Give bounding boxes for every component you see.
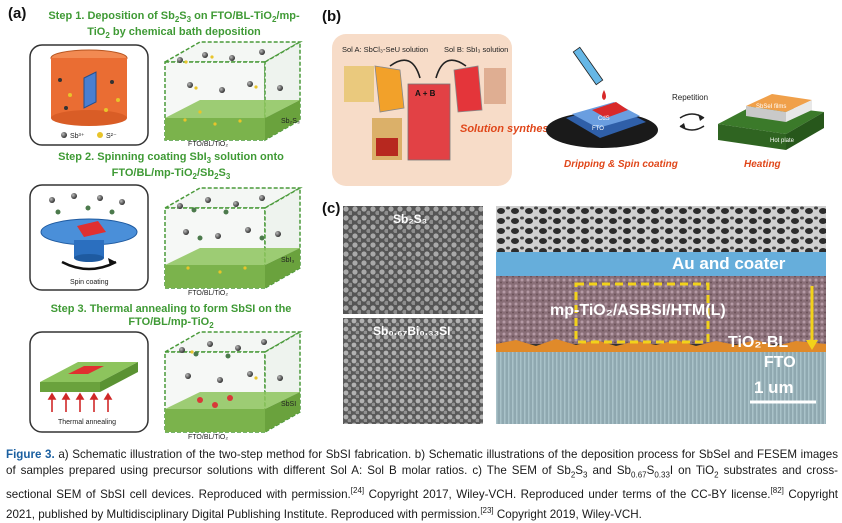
sbsi-film	[68, 366, 104, 374]
spin-coater-b: CdS FTO	[546, 46, 658, 148]
cube-2-sbi3-label: SbI₃	[281, 257, 295, 264]
sol-b-label: Sol B: SbI₃ solution	[444, 45, 508, 54]
mp-layer-label: mp-TiO₂/ASBSI/HTM(L)	[550, 302, 726, 319]
sb-ion-legend: Sb³⁺	[70, 133, 85, 140]
repetition-label: Repetition	[672, 93, 708, 102]
cube-2-fto-label: FTO/BL/TiO₂	[188, 290, 228, 297]
cube-1-sb2s3-label: Sb₂S₃	[281, 118, 300, 125]
fto-label-b: FTO	[592, 126, 604, 132]
hotplate-label: Hot plate	[770, 138, 795, 144]
sem-label-sbbisi: Sb₀.₆₇Bi₀.₃₃SI	[373, 324, 451, 338]
figure-caption: Figure 3. a) Schematic illustration of t…	[6, 448, 838, 522]
red-film	[77, 221, 106, 237]
cube-2: FTO/BL/TiO₂ SbI₃	[162, 186, 303, 297]
substrate-slide	[83, 71, 97, 109]
panel-c-label: (c)	[322, 200, 341, 217]
scale-bar-label: 1 um	[754, 378, 794, 397]
step-3-text: Step 3. Thermal annealing to form SbSI o…	[50, 303, 292, 331]
sem-image-sbbisi: Sb₀.₆₇Bi₀.₃₃SI	[343, 318, 483, 424]
step-2-text: Step 2. Spinning coating SbI3 solution o…	[58, 151, 284, 182]
au-coater-label: Au and coater	[672, 254, 786, 273]
spin-coating-label: Spin coating	[70, 279, 109, 286]
sem-image-sb2s3: Sb₂S₃	[343, 206, 483, 314]
panel-b-schematic: Sol A: SbCl₃-SeU solution Sol B: SbI₃ so…	[332, 34, 824, 186]
cube-3-sbsi-label: SbSI	[281, 401, 296, 408]
cube-3-fto-label: FTO/BL/TiO₂	[188, 434, 228, 441]
dripping-label: Dripping & Spin coating	[564, 159, 678, 170]
solution-synthesis-label: Solution synthesis	[460, 123, 558, 135]
mixing-beaker	[407, 83, 451, 161]
tio2-bl-label: TiO₂-BL	[728, 334, 789, 351]
sol-a-label: Sol A: SbCl₃-SeU solution	[342, 45, 428, 54]
panel-a-schematic: Sb³⁺ S²⁻ FTO/BL/TiO₂ Sb₂S₃ Spin coating	[29, 40, 303, 441]
panel-b-label: (b)	[322, 8, 342, 25]
sem-label-sb2s3: Sb₂S₃	[393, 212, 428, 226]
hot-plate: SbSeI films Hot plate	[718, 94, 824, 150]
beaker-a	[374, 65, 405, 113]
cds-label: CdS	[598, 116, 610, 122]
highlight-box	[574, 282, 710, 344]
thermal-annealing-label: Thermal annealing	[58, 419, 116, 426]
heating-label: Heating	[744, 159, 781, 170]
ab-label: A + B	[415, 89, 436, 98]
sbsei-label: SbSeI films	[756, 104, 786, 110]
s-ion-legend: S²⁻	[106, 133, 117, 140]
cube-3: FTO/BL/TiO₂ SbSI	[162, 330, 303, 441]
panel-a-label: (a)	[8, 5, 27, 22]
cube-1: FTO/BL/TiO₂ Sb₂S₃	[162, 40, 303, 148]
cross-section-sem: Au and coater mp-TiO₂/ASBSI/HTM(L) TiO₂-…	[496, 206, 826, 424]
cube-1-fto-label: FTO/BL/TiO₂	[188, 141, 228, 148]
beaker-b	[453, 65, 483, 113]
step-1-text: Step 1. Deposition of Sb2S3 on FTO/BL-Ti…	[48, 10, 300, 41]
fto-label-c: FTO	[764, 354, 796, 371]
